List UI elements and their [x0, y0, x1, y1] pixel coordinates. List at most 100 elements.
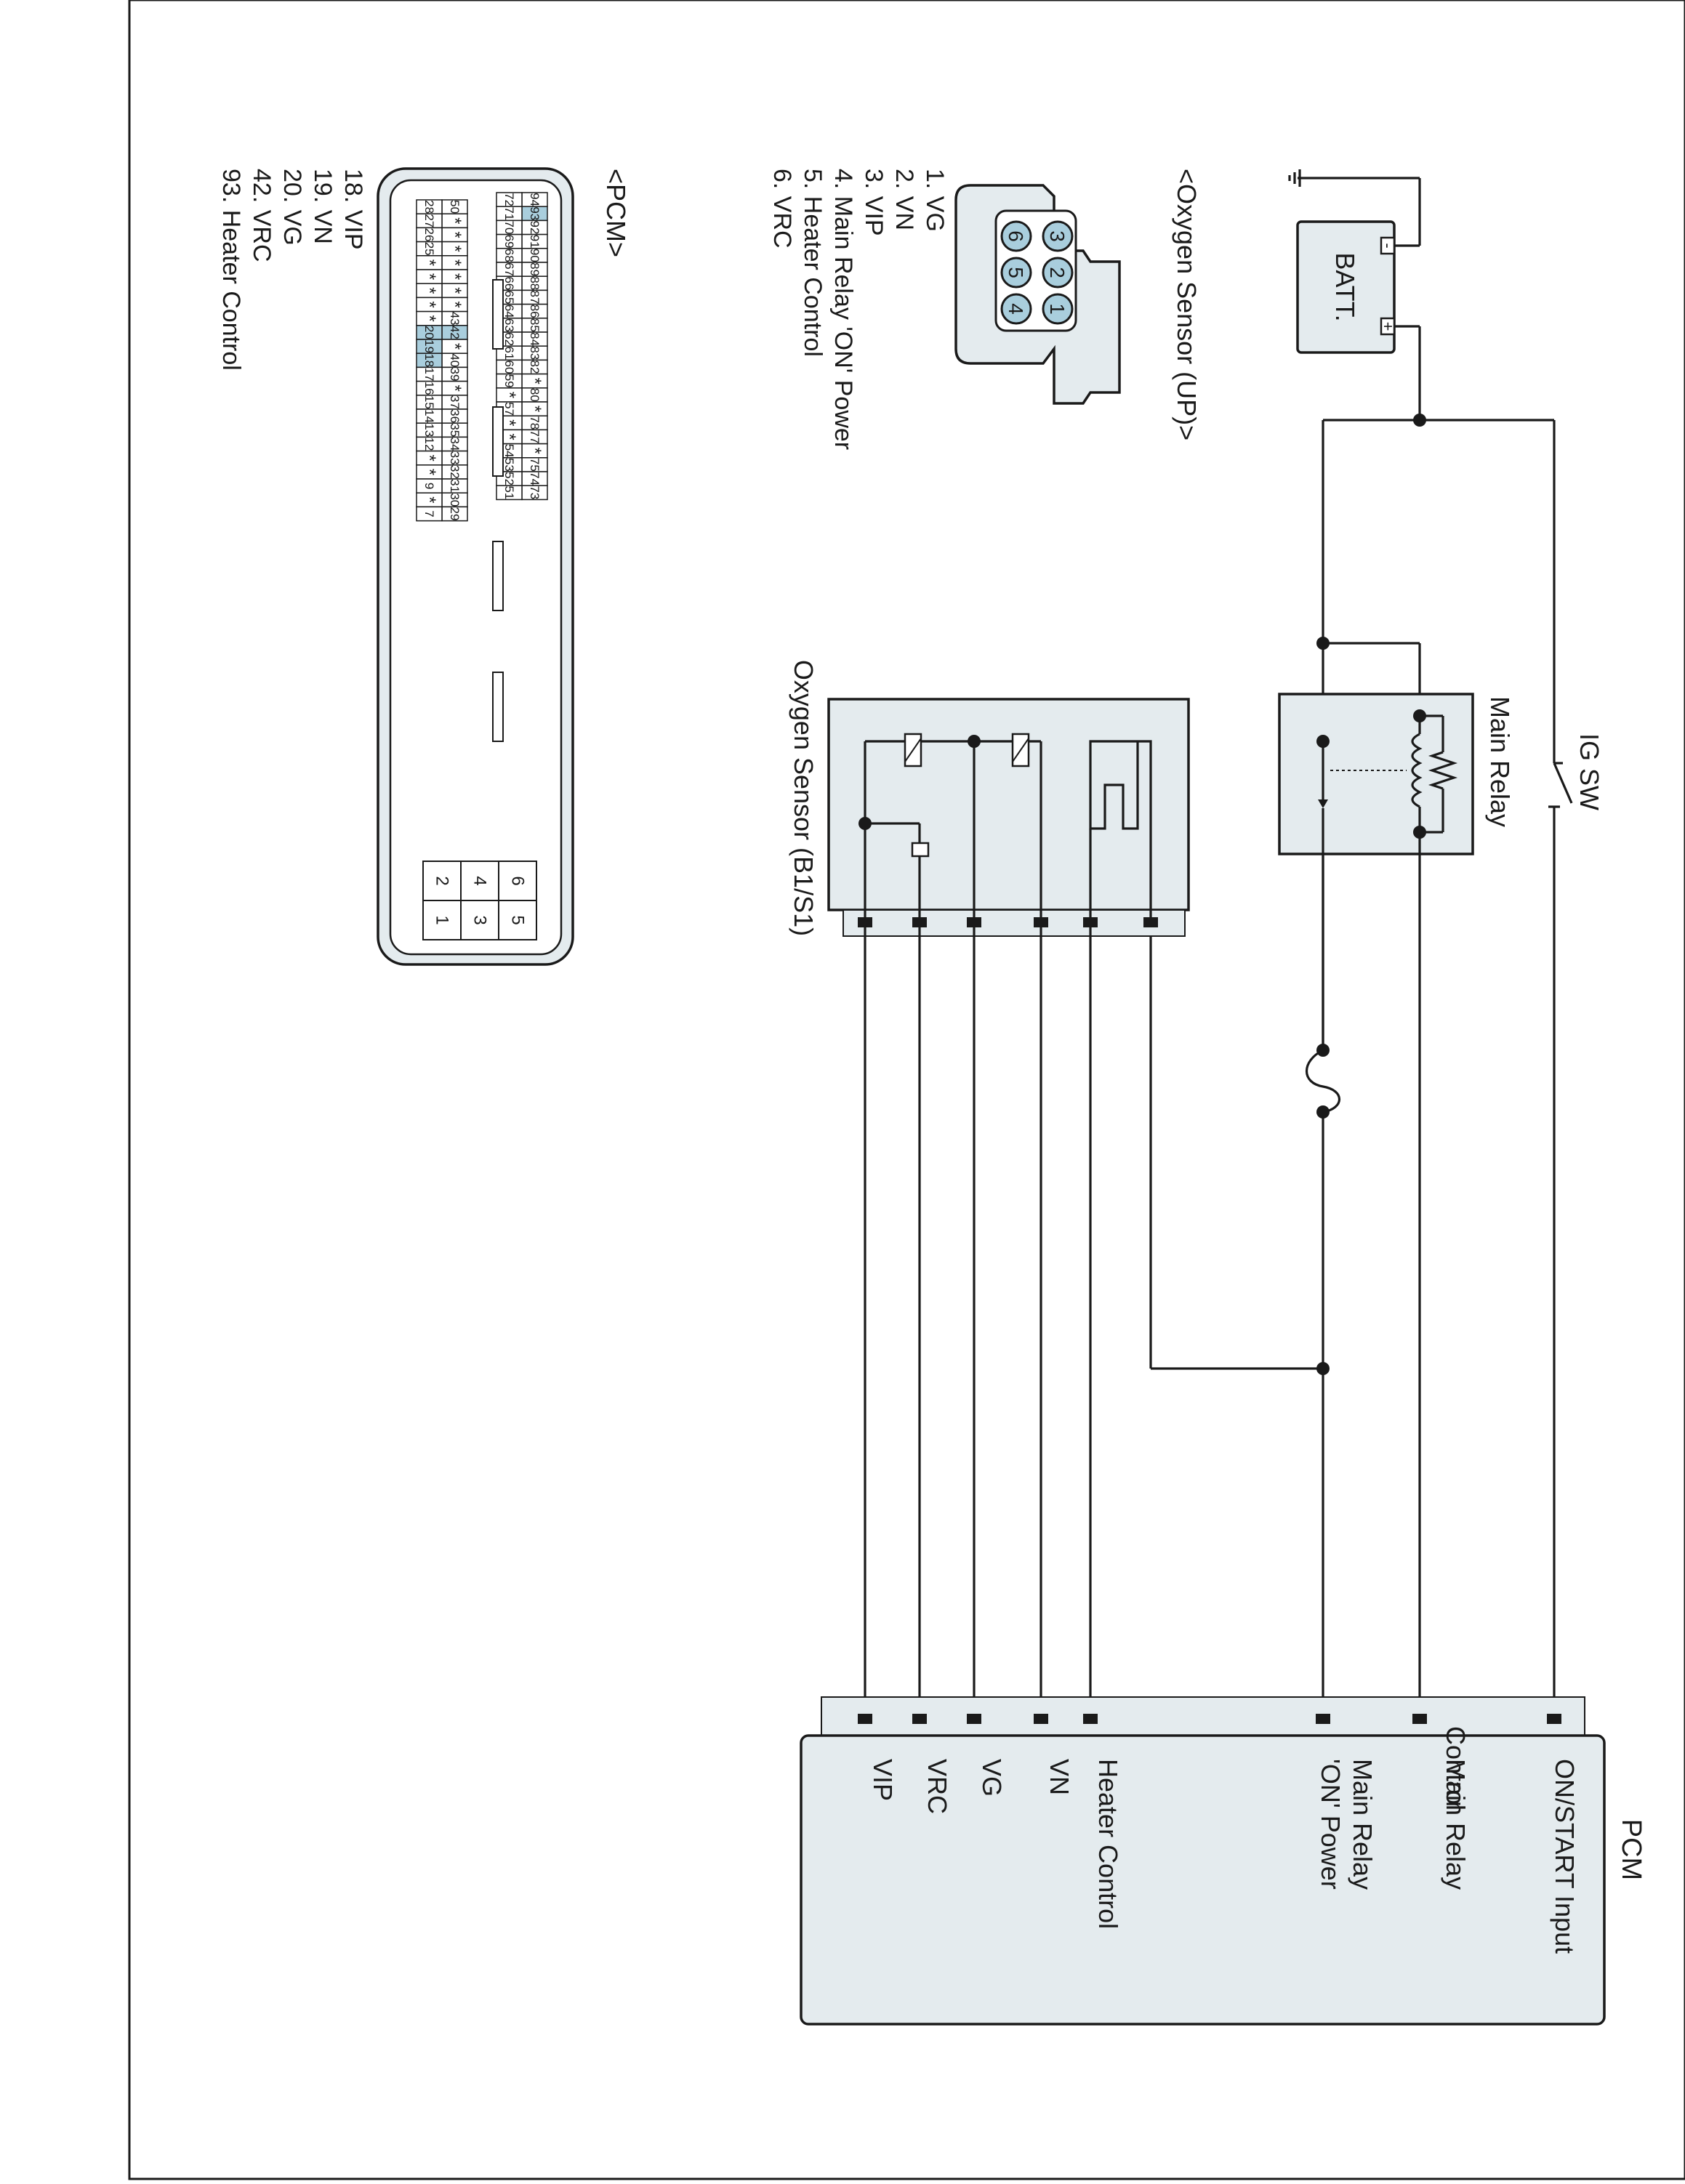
pcm-pin-number: 59: [502, 374, 516, 388]
pcm-keyway: [492, 672, 504, 742]
pcm-pin-number: 33: [448, 451, 462, 465]
pcm-pin-number: 62: [502, 332, 516, 346]
pcm-pin-number: 34: [448, 438, 462, 451]
pcm-pin-number: 85: [528, 318, 542, 332]
pcm-pin-number: 29: [448, 507, 462, 521]
pcm-pin-number: 72: [502, 193, 516, 206]
pcm-pin-number: 15: [422, 395, 436, 409]
pcm-pin-cell: [496, 485, 523, 501]
pcm-small-number: 5: [508, 915, 528, 924]
pcm-pin-number: 13: [422, 423, 436, 437]
page-frame: [128, 0, 1685, 2180]
pcm-pin-number: 83: [528, 346, 542, 360]
pcm-pin-number: 67: [502, 262, 516, 276]
pcm-pin-number: 42: [448, 326, 462, 339]
pcm-conn-pin-18: 18. VIP: [339, 169, 367, 250]
pcm-pin-number: *: [525, 406, 544, 412]
pcm-connector: <PCM> 94939291908988878685848382*80*7877…: [217, 167, 631, 966]
pcm-pin-number: *: [499, 433, 519, 440]
battery-minus: -: [1379, 243, 1397, 248]
pcm-pin-number: 27: [422, 214, 436, 227]
pcm-pin-number: 28: [422, 200, 436, 214]
pcm-pin-number: *: [499, 419, 519, 426]
pcm-pin-main-relay-control: Main RelayControl: [1441, 1726, 1471, 1890]
pcm-pin-number: 74: [528, 472, 542, 485]
pcm-pin-number: 77: [528, 430, 542, 444]
schematic: - + BATT. IG SW Main Relay: [789, 169, 1646, 2026]
pcm-pin-number: 89: [528, 262, 542, 276]
pcm-pin-number: 94: [528, 193, 542, 206]
cavity-1: 1: [1046, 303, 1069, 315]
sensor-terminals: [858, 917, 1158, 927]
pcm-pin-number: 60: [502, 360, 516, 374]
up-pin-3: 3. VIP: [860, 169, 888, 236]
pcm-pin-number: 50: [448, 200, 462, 214]
pcm-pin-number: 68: [502, 249, 516, 262]
pcm-pin-heater: Heater Control: [1093, 1759, 1123, 1929]
pcm-pin-on-start: ON/START Input: [1550, 1759, 1580, 1954]
pcm-pin-number: 20: [422, 326, 436, 339]
pcm-pin-number: 88: [528, 276, 542, 290]
up-pin-1: 1. VG: [921, 169, 949, 232]
pcm-pin-vrc: VRC: [922, 1759, 952, 1814]
pcm-pin-number: 30: [448, 493, 462, 507]
pcm-pin-number: *: [419, 469, 439, 475]
pcm-pin-vn: VN: [1045, 1759, 1074, 1795]
pcm-pin-number: *: [445, 217, 465, 224]
cavity-3: 3: [1046, 230, 1069, 242]
pcm-pin-number: *: [499, 392, 519, 398]
pcm-pin-number: 92: [528, 221, 542, 235]
pcm-pin-number: 91: [528, 235, 542, 249]
pcm-conn-pin-42: 42. VRC: [248, 169, 276, 262]
pcm-pin-number: 37: [448, 395, 462, 409]
pcm-pin-number: 64: [502, 305, 516, 318]
pcm-pin-number: *: [445, 259, 465, 266]
up-pin-2: 2. VN: [890, 169, 918, 230]
pcm-pin-number: 90: [528, 249, 542, 262]
oxygen-sensor-label: Oxygen Sensor (B1/S1): [789, 660, 819, 936]
pcm-pin-number: 93: [528, 206, 542, 220]
pcm-pin-number: 51: [502, 485, 516, 499]
pcm-pin-number: 18: [422, 353, 436, 367]
pcm-pin-number: 31: [448, 479, 462, 493]
pcm-pin-number: *: [445, 343, 465, 350]
pcm-pin-number: 19: [422, 339, 436, 353]
pcm-pin-number: 80: [528, 388, 542, 402]
pcm-pin-number: 86: [528, 305, 542, 318]
pcm-conn-pin-93: 93. Heater Control: [217, 169, 245, 371]
pcm-pin-main-relay-on: Main Relay: [1348, 1759, 1378, 1890]
pcm-pin-number: *: [419, 496, 439, 503]
pcm-pin-number: 61: [502, 346, 516, 360]
pcm-pin-number: 25: [422, 242, 436, 256]
pcm-pin-vip: VIP: [868, 1759, 898, 1801]
pcm-pin-number: *: [419, 287, 439, 294]
pcm-small-number: 3: [470, 915, 490, 924]
pcm-keyway: [492, 541, 504, 611]
up-pin-4: 4. Main Relay 'ON' Power: [829, 169, 857, 450]
pcm-small-cell: [460, 900, 499, 940]
pcm-pin-number: 70: [502, 221, 516, 235]
pcm-pin-number: 36: [448, 409, 462, 423]
pcm-pin-number: *: [445, 246, 465, 252]
pcm-small-cell: [422, 900, 462, 940]
pcm-pin-grid: 94939291908988878685848382*80*7877*75747…: [416, 192, 548, 742]
pcm-pin-number: *: [419, 455, 439, 462]
oxygen-connector-up: <Oxygen Sensor (UP)> 3 2 1 6 5 4 1. VG 2…: [768, 169, 1202, 450]
pcm-pin-number: 35: [448, 423, 462, 437]
pcm-terminals: [858, 1714, 1561, 1724]
pcm-pin-number: 71: [502, 206, 516, 220]
pcm-pin-number: 75: [528, 458, 542, 472]
cavity-6: 6: [1005, 230, 1027, 242]
pcm-pin-vg: VG: [977, 1759, 1007, 1797]
pcm-pin-number: 26: [422, 228, 436, 242]
pcm-small-number: 2: [433, 876, 452, 885]
pcm-pin-number: 39: [448, 368, 462, 382]
pcm-pin-number: 16: [422, 382, 436, 395]
pcm-pin-number: 54: [502, 444, 516, 458]
oxygen-sensor-box: [827, 698, 1190, 911]
pcm-pin-number: 14: [422, 409, 436, 423]
pcm-pin-number: *: [419, 315, 439, 322]
pcm-pin-number: *: [525, 378, 544, 384]
